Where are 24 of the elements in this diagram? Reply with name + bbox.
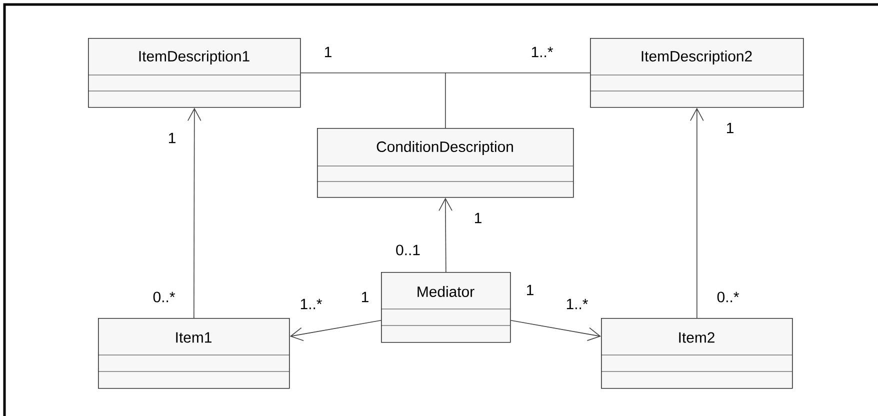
class-box: ItemDescription2 [590, 38, 804, 108]
multiplicity-label: 1..* [532, 46, 553, 58]
class-box: ConditionDescription [316, 128, 574, 198]
multiplicity-label: 0..* [153, 292, 175, 302]
multiplicity-label: 0..* [717, 292, 739, 302]
class-box: ItemDescription1 [88, 38, 301, 108]
multiplicity-label: 1..* [300, 298, 322, 310]
multiplicity-label: 0..1 [396, 244, 420, 256]
multiplicity-label: 1..* [566, 298, 588, 310]
multiplicity-label: 1 [527, 284, 534, 296]
multiplicity-label: 1 [475, 212, 482, 224]
association-line [445, 72, 446, 128]
class-box: Item2 [600, 318, 793, 389]
arrow [510, 320, 601, 341]
association-line [300, 72, 590, 74]
class-box: Item1 [98, 318, 290, 389]
multiplicity-label: 1 [169, 132, 176, 144]
arrow [690, 108, 704, 318]
multiplicity-label: 1 [727, 122, 734, 134]
class-box: Mediator [380, 272, 511, 343]
multiplicity-label: 1 [325, 46, 332, 58]
arrow [187, 108, 202, 318]
arrow [290, 320, 382, 341]
arrow [438, 198, 452, 272]
